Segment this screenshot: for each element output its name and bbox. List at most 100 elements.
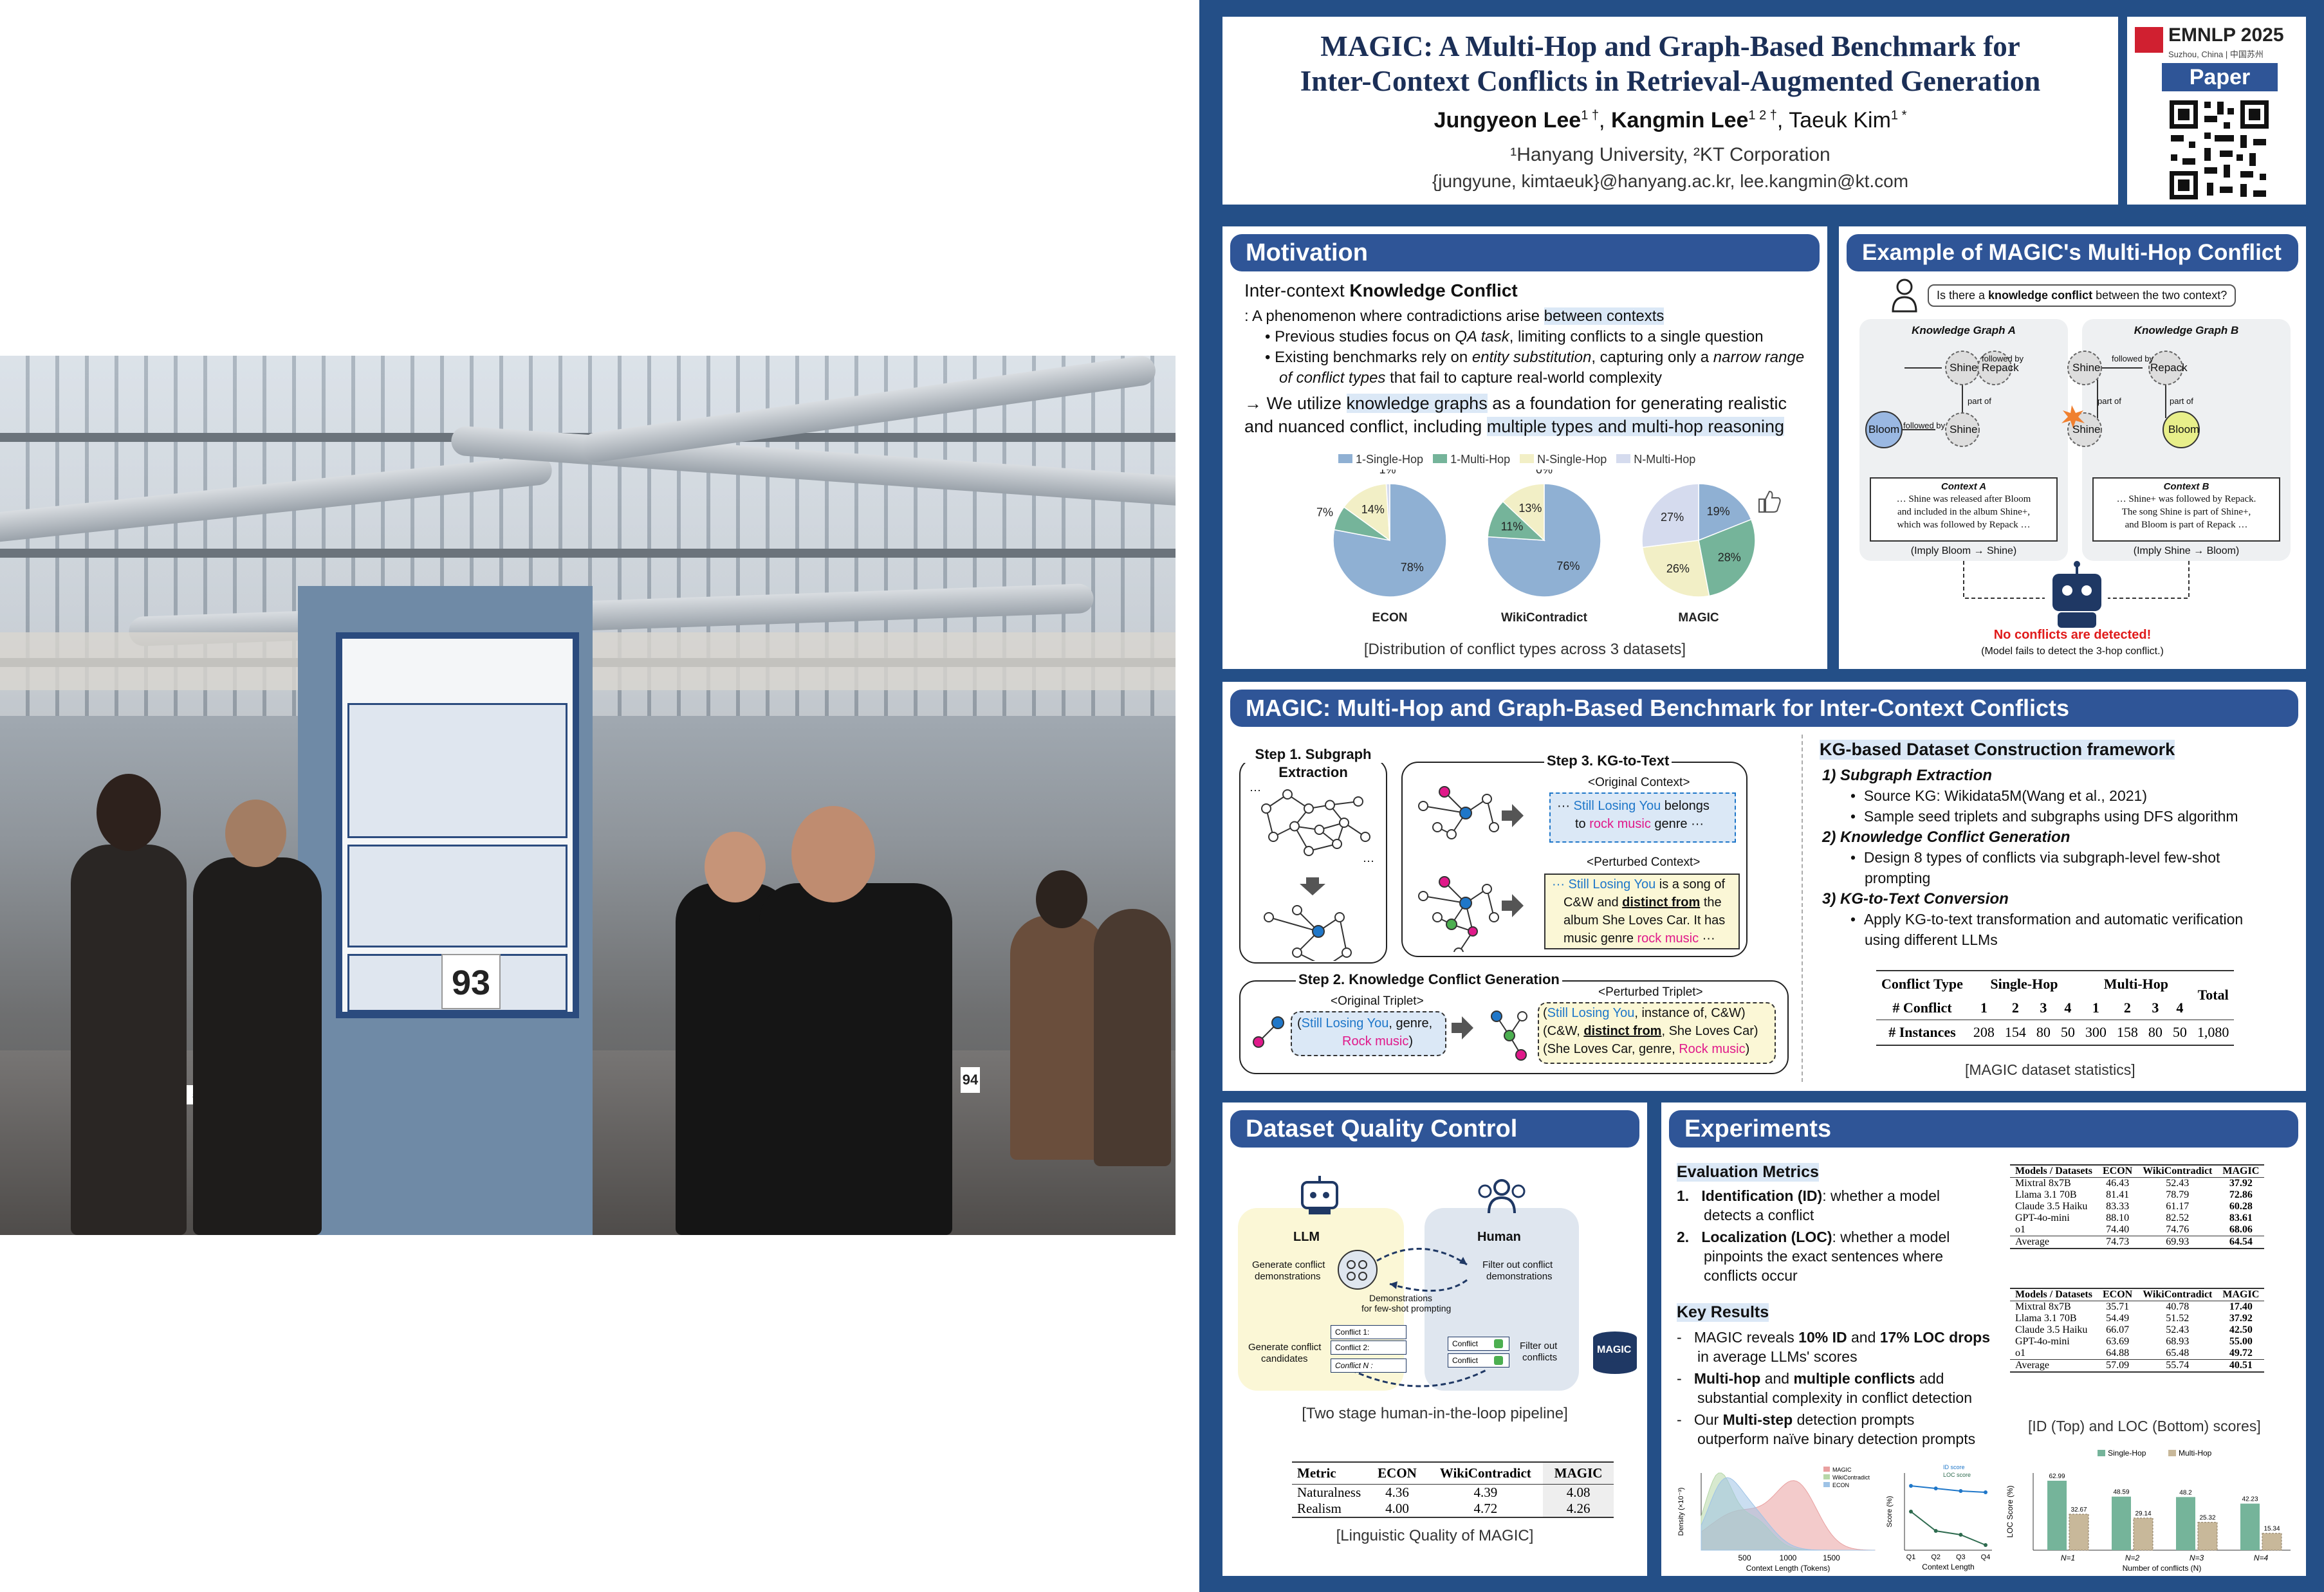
node-bloom: Bloom [1868,423,1900,435]
pie-slice [1641,540,1710,598]
author-sup: 1 * [1890,108,1907,123]
bar-value-label: 29.14 [2135,1510,2151,1517]
stats-header: Total [2197,987,2229,1003]
bar [2133,1517,2153,1551]
edge-label: followed by [1982,354,2024,363]
database-icon [1593,1331,1637,1374]
y-axis-label: Density (×10⁻³) [1677,1487,1685,1535]
framework-item: 2) Knowledge Conflict Generation [1822,828,2070,846]
quality-cell: Naturalness [1297,1484,1361,1500]
table-cell: 60.28 [2229,1201,2253,1212]
x-tick-label: 1000 [1780,1553,1797,1562]
table-cell: 52.43 [2166,1324,2190,1335]
title-block: MAGIC: A Multi-Hop and Graph-Based Bench… [1222,17,2118,205]
table-cell: 81.41 [2106,1189,2130,1200]
table-cell: o1 [2015,1224,2025,1235]
quality-cell: 4.26 [1542,1500,1614,1517]
edge-label: part of [1968,396,1991,406]
quality-cell: 4.00 [1385,1500,1409,1516]
y-axis-label: Score (%) [1886,1496,1894,1528]
stats-cell: 80 [2036,1023,2051,1040]
step1-title: Step 1. Subgraph [1239,746,1387,763]
pie-label: 14% [1361,503,1385,516]
kg-to-text-diagram [1418,786,1524,952]
perturbed-context-text: C&W and distinct from the [1563,895,1722,910]
x-tick-label: N=4 [2254,1553,2269,1562]
bar-value-label: 42.23 [2242,1496,2258,1503]
framework-bullet: • Sample seed triplets and subgraphs usi… [1850,808,2238,825]
knowledge-graphs [1865,351,2200,448]
table-cell: Claude 3.5 Haiku [2015,1201,2088,1212]
conference-location: Suzhou, China | 中国苏州 [2168,50,2264,59]
x-tick-label: N=1 [2061,1553,2075,1562]
stats-cell: # Instances [1888,1023,1956,1040]
bar-value-label: 48.59 [2113,1489,2129,1496]
emnlp-logo-icon [2135,27,2163,53]
table-cell: 78.79 [2166,1189,2190,1200]
context-a-text: which was followed by Repack … [1897,520,2031,530]
legend-label: 1-Multi-Hop [1450,453,1511,466]
conference-photo: 93 56 94 [0,356,1176,1235]
table-cell: 83.61 [2229,1212,2253,1223]
metric-item-cont: pinpoints the exact sentences where [1704,1248,1944,1265]
graph-node [1453,947,1464,952]
graph-node [1353,796,1363,807]
legend-swatch [1433,454,1448,463]
author-name: Kangmin Lee [1610,108,1749,133]
perturbed-context-text: ··· Still Losing You is a song of [1552,877,1726,892]
llm-label: LLM [1293,1230,1320,1244]
qr-code-icon[interactable] [2166,96,2273,203]
person-head [1036,870,1087,928]
legend-label: Multi-Hop [2179,1449,2212,1458]
conflict-candidate: Conflict 1: [1331,1325,1406,1339]
metric-item-cont: detects a conflict [1704,1207,1814,1223]
stats-cell: 158 [2116,1023,2138,1040]
pie-title: ECON [1372,611,1408,625]
table-cell: Mixtral 8x7B [2015,1178,2071,1189]
bar [2112,1496,2131,1550]
graph-node [1446,919,1457,930]
table-cell: 35.71 [2106,1301,2130,1312]
framework-bullet: • Source KG: Wikidata5M(Wang et al., 202… [1850,787,2148,804]
original-triplet-text: Rock music) [1342,1034,1414,1048]
context-b-text: … Shine+ was followed by Repack. [2116,494,2256,504]
motivation-arrow-line: → We utilize knowledge graphs as a found… [1244,394,1787,413]
stats-table: Conflict Type Single-Hop Multi-Hop Total… [1876,970,2235,1046]
pipeline-text: candidates [1261,1353,1308,1364]
key-result: - MAGIC reveals 10% ID and 17% LOC drops [1677,1329,1991,1346]
stats-cell: 2 [2011,999,2019,1016]
bar-value-label: 15.34 [2264,1526,2280,1533]
table-cell: 52.43 [2166,1178,2190,1189]
thumbs-up-path [1758,490,1781,513]
author-sup: 1 2 † [1748,108,1777,123]
table-cell: 37.92 [2229,1313,2253,1324]
graph-node [1489,912,1499,922]
results-caption: [ID (Top) and LOC (Bottom) scores] [2028,1418,2261,1434]
node-repack: Repack [2150,361,2188,374]
x-axis-label: Context Length [1922,1562,1974,1571]
step1-title-2: Extraction [1278,764,1348,780]
no-conflict-sub: (Model fails to detect the 3-hop conflic… [1981,646,2164,657]
graph-node [1325,800,1335,810]
perturbed-triplet-text: (Still Losing You, instance of, C&W) [1543,1006,1746,1020]
table-cell: o1 [2015,1348,2025,1359]
quality-table: Metric ECON WikiContradict MAGIC Natural… [1292,1461,1614,1518]
quality-header-cell: ECON [1378,1465,1417,1481]
framework-item: 3) KG-to-Text Conversion [1822,890,2009,908]
table-cell: 74.76 [2166,1224,2190,1235]
table-cell: Llama 3.1 70B [2015,1189,2077,1200]
bar-value-label: 32.67 [2070,1506,2087,1514]
context-a-imply: (Imply Bloom → Shine) [1910,545,2017,556]
graph-node [1304,846,1314,856]
table-cell: Models / Datasets [2015,1289,2092,1300]
x-tick-label: 1500 [1823,1553,1840,1562]
legend-label: 1-Single-Hop [1356,453,1424,466]
context-b-imply: (Imply Shine → Bloom) [2133,545,2240,556]
legend-swatch [2168,1450,2176,1456]
key-result-cont: in average LLMs' scores [1697,1348,1858,1365]
table-cell: Mixtral 8x7B [2015,1301,2071,1312]
